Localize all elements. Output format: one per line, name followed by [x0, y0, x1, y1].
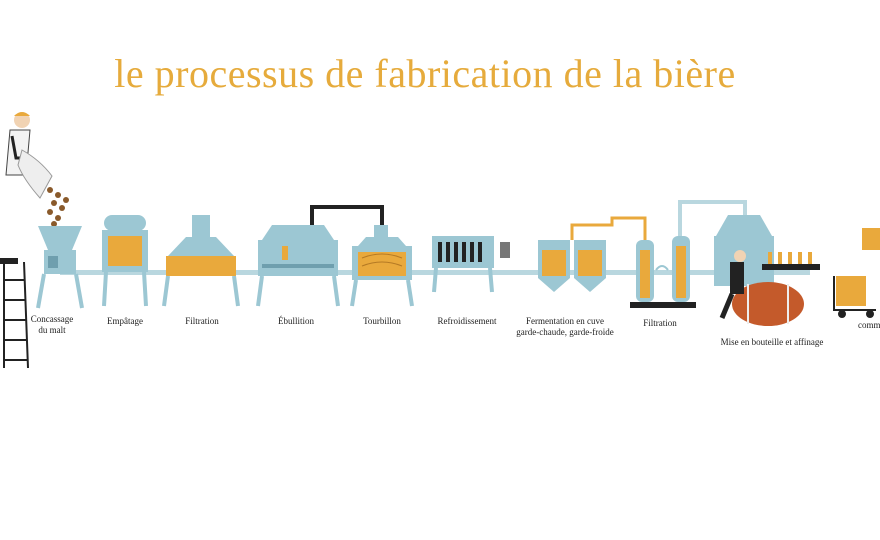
lauter-tun: [162, 215, 240, 307]
boil-kettle: [256, 225, 340, 307]
step-label-9: Mise en bouteille et affinage: [720, 337, 824, 347]
filtration-columns: [630, 236, 696, 308]
step-label-10: comm: [858, 320, 880, 330]
whirlpool: [350, 225, 414, 307]
boil-pipe: [310, 205, 384, 225]
malt-mill: [36, 226, 84, 309]
step-label-8: Filtration: [643, 318, 677, 328]
malt-grains: [47, 187, 69, 227]
worker-figure: [5, 112, 53, 199]
wort-cooler: [432, 236, 510, 293]
step-label-2: Empâtage: [107, 316, 143, 326]
diagram-title: le processus de fabrication de la bière: [114, 51, 736, 96]
fermentation-tanks: [538, 240, 606, 292]
filtration-pipe: [678, 200, 747, 240]
step-label-6: Refroidissement: [437, 316, 497, 326]
delivery-cart: [833, 228, 880, 318]
step-label-4: Ébullition: [278, 316, 314, 326]
ladder: [0, 258, 29, 369]
step-label-5: Tourbillon: [363, 316, 401, 326]
beer-pipe: [570, 216, 647, 240]
mash-tun: [102, 215, 148, 307]
bottling-station: [714, 215, 820, 326]
step-label-3: Filtration: [185, 316, 219, 326]
